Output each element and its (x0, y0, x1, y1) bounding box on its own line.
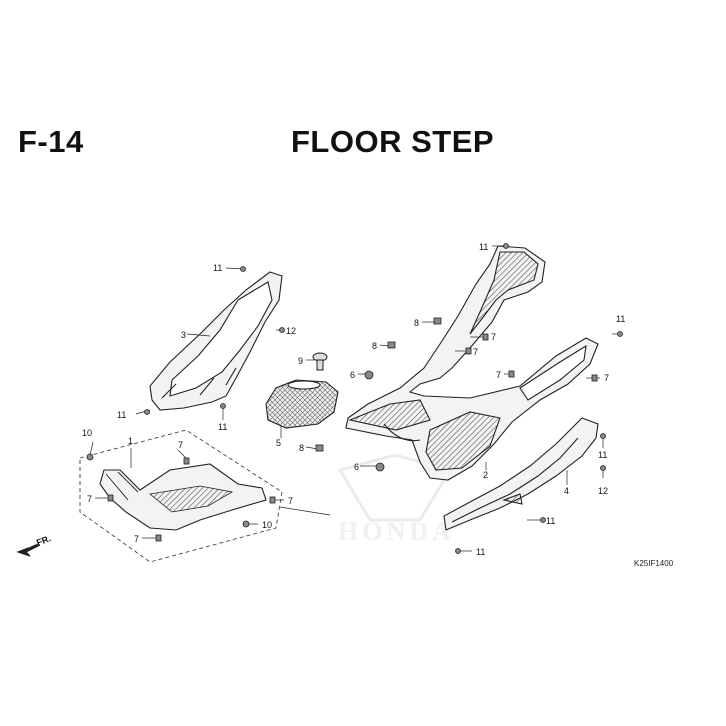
part-1-under-cover-group (79, 429, 283, 563)
callout-11: 11 (546, 516, 555, 526)
callout-6: 6 (354, 462, 359, 472)
callout-11: 11 (476, 547, 485, 557)
clip-7-right (508, 370, 515, 378)
callout-7: 7 (134, 534, 139, 544)
bolt-11-bottom-b (455, 548, 461, 554)
callout-7: 7 (178, 440, 183, 450)
clip-7-box-left (107, 494, 114, 502)
callout-1: 1 (128, 436, 133, 446)
front-direction-arrow: FR. (16, 533, 52, 557)
part-3-side-cover (149, 271, 283, 411)
page-title: FLOOR STEP (291, 124, 495, 159)
bolt-11-right-lower (600, 433, 606, 439)
callout-9: 9 (298, 356, 303, 366)
callout-2: 2 (483, 470, 488, 480)
callout-7: 7 (473, 347, 478, 357)
part-5-floor-mat (265, 379, 339, 429)
bolt-12-left (279, 327, 285, 333)
part-4-side-cover (443, 417, 599, 531)
bolt-6-upper (364, 370, 374, 380)
callout-10: 10 (82, 428, 92, 438)
bolt-6-lower (375, 462, 385, 472)
diagram-reference-code: K25IF1400 (634, 559, 674, 568)
callout-7: 7 (491, 332, 496, 342)
bolt-11-left (144, 409, 150, 415)
callout-3: 3 (181, 330, 186, 340)
callout-7: 7 (496, 370, 501, 380)
callout-11: 11 (218, 422, 227, 432)
callout-11: 11 (117, 410, 126, 420)
watermark-text: HONDA (338, 517, 455, 546)
clip-7-far-right (591, 374, 598, 382)
callout-4: 4 (564, 486, 569, 496)
clip-7-upper (482, 333, 489, 341)
clip-7-mid (465, 347, 472, 355)
bolt-10-left (86, 453, 94, 461)
callout-11: 11 (598, 450, 607, 460)
callout-11: 11 (616, 314, 625, 324)
callout-10: 10 (262, 520, 272, 530)
bolt-11-right (617, 331, 623, 337)
callout-6: 6 (350, 370, 355, 380)
callout-7: 7 (288, 496, 293, 506)
clip-7-box-top (183, 457, 190, 465)
callout-12: 12 (286, 326, 296, 336)
bolt-11-left-lower (220, 403, 226, 409)
bolt-11-top-left (240, 266, 246, 272)
front-direction-label: FR. (35, 533, 52, 548)
callout-8: 8 (372, 341, 377, 351)
clip-7-box-bottom (155, 534, 162, 542)
bolt-10-right (242, 520, 250, 528)
callout-8: 8 (299, 443, 304, 453)
bolt-11-top-right (503, 243, 509, 249)
bolt-11-bottom-a (540, 517, 546, 523)
callout-numbers: 11 3 12 11 11 5 9 6 8 8 11 7 7 7 11 7 8 … (82, 242, 625, 557)
part-9-clip (312, 352, 328, 371)
fasteners (86, 243, 623, 554)
callout-5: 5 (276, 438, 281, 448)
callout-11: 11 (479, 242, 488, 252)
clip-8-lower (315, 444, 324, 452)
clip-8-mid (387, 341, 396, 349)
clip-7-box-right (269, 496, 276, 504)
clip-8-upper (433, 317, 442, 325)
callout-7: 7 (87, 494, 92, 504)
section-code: F-14 (18, 124, 84, 159)
honda-watermark: HONDA (337, 453, 455, 546)
part-2-floor-step (345, 245, 599, 481)
bolt-12-right (600, 465, 606, 471)
callout-8: 8 (414, 318, 419, 328)
callout-11: 11 (213, 263, 222, 273)
callout-7: 7 (604, 373, 609, 383)
callout-12: 12 (598, 486, 608, 496)
